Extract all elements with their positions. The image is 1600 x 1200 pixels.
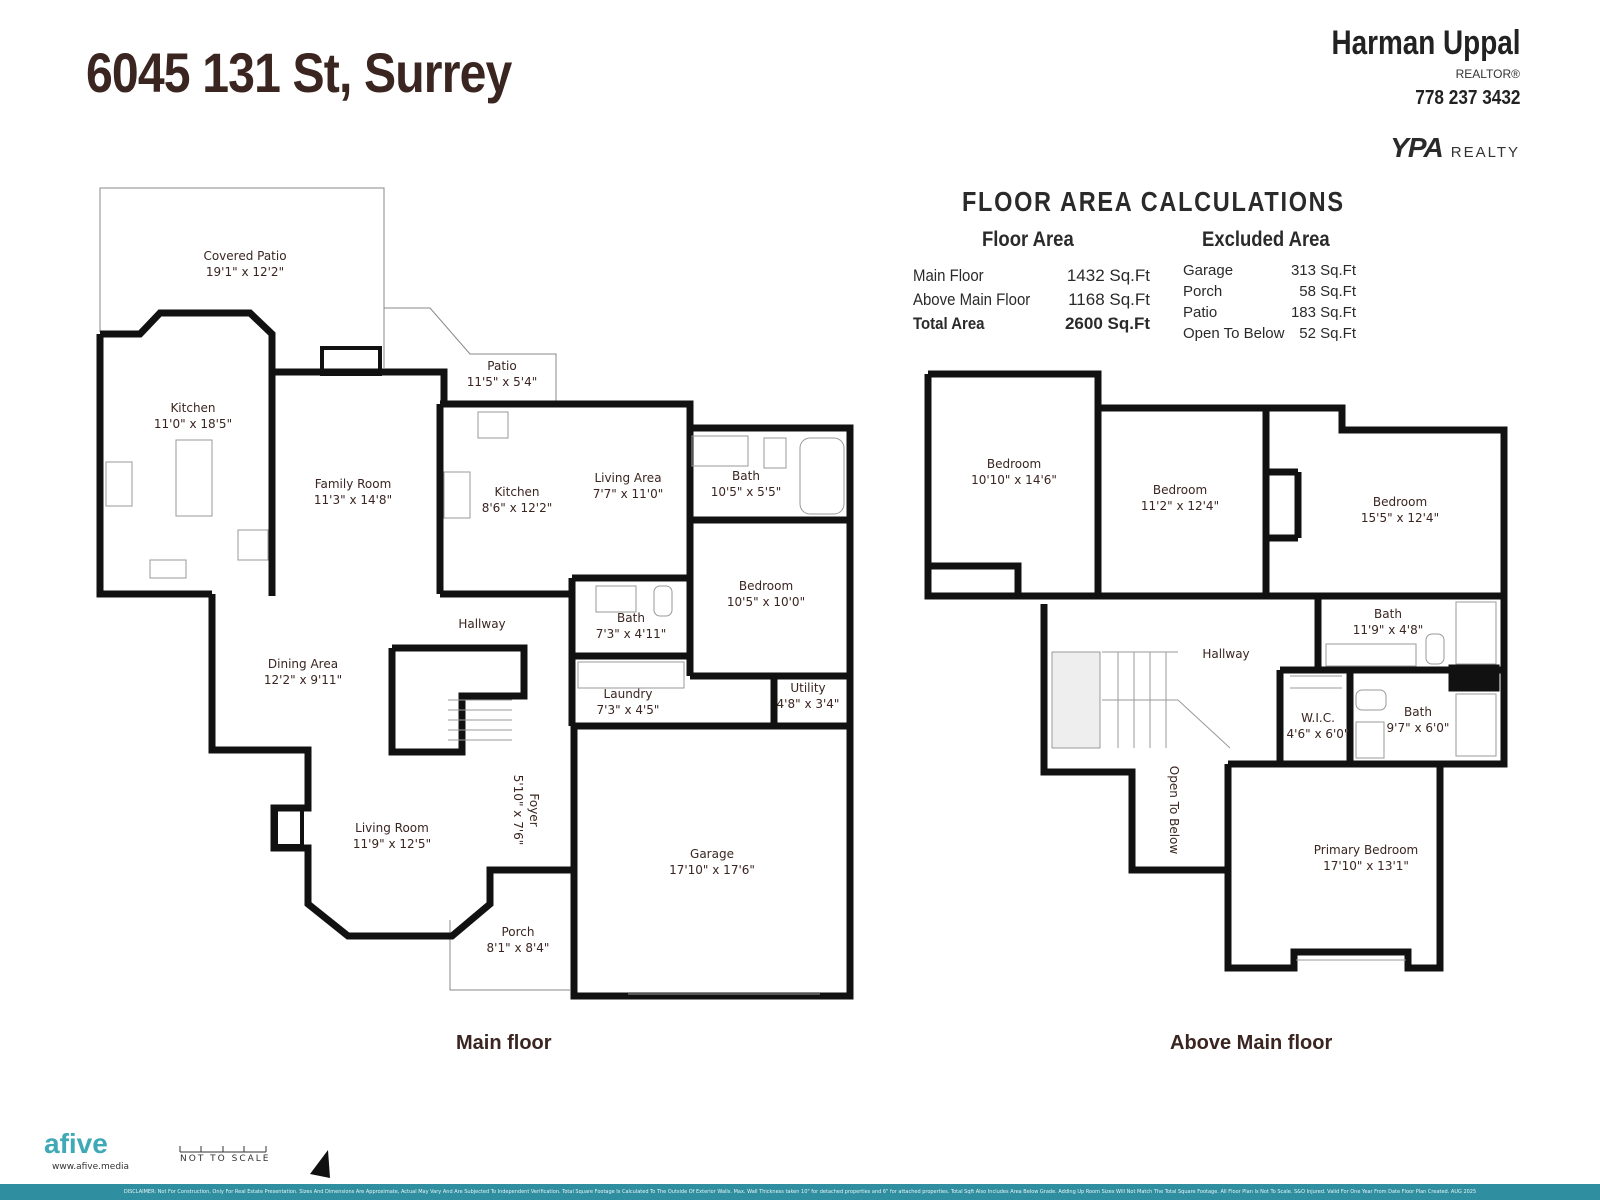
porch-outline bbox=[449, 920, 570, 991]
room-dims: 11'5" x 5'4" bbox=[467, 375, 538, 389]
room-dims: 10'5" x 5'5" bbox=[711, 485, 782, 499]
total-area-value: 2600 Sq.Ft bbox=[1064, 314, 1150, 333]
page-title: 6045 131 St, Surrey bbox=[86, 41, 512, 104]
room-label: Bedroom bbox=[739, 579, 793, 593]
scale-note: NOT TO SCALE bbox=[180, 1154, 271, 1164]
brokerage-mark: YPA bbox=[1390, 132, 1443, 163]
excluded-area-value: 313 Sq.Ft bbox=[1290, 262, 1356, 279]
agent-role: REALTOR® bbox=[1455, 67, 1520, 81]
room-label: Primary Bedroom bbox=[1314, 843, 1418, 857]
excluded-area-heading: Excluded Area bbox=[1202, 228, 1330, 251]
room-label: Kitchen bbox=[170, 401, 215, 415]
upper-floor-plan bbox=[924, 370, 1508, 972]
room-label: Bath bbox=[732, 469, 760, 483]
room-dims: 7'3" x 4'5" bbox=[597, 703, 660, 717]
scale-bar-icon bbox=[179, 1146, 267, 1153]
room-dims: 11'9" x 4'8" bbox=[1353, 623, 1424, 637]
afive-logo: afive bbox=[44, 1128, 108, 1159]
north-arrow-icon bbox=[310, 1150, 330, 1178]
main-floor-label: Main floor bbox=[456, 1032, 552, 1054]
room-dims: 8'1" x 8'4" bbox=[487, 941, 550, 955]
room-dims: 10'5" x 10'0" bbox=[727, 595, 805, 609]
room-label: Patio bbox=[487, 359, 516, 373]
total-area-label: Total Area bbox=[913, 314, 985, 333]
excluded-area-label: Patio bbox=[1183, 304, 1218, 321]
floor-area-label: Above Main Floor bbox=[913, 290, 1031, 309]
afive-url: www.afive.media bbox=[52, 1162, 130, 1172]
room-dims: 9'7" x 6'0" bbox=[1387, 721, 1450, 735]
room-label: Bath bbox=[1374, 607, 1402, 621]
room-label: Bedroom bbox=[987, 457, 1041, 471]
room-dims: 4'8" x 3'4" bbox=[777, 697, 840, 711]
room-dims: 15'5" x 12'4" bbox=[1361, 511, 1439, 525]
room-dims: 11'0" x 18'5" bbox=[154, 417, 232, 431]
room-dims: 8'6" x 12'2" bbox=[482, 501, 553, 515]
excluded-area-value: 183 Sq.Ft bbox=[1290, 304, 1356, 321]
room-dims: 7'3" x 4'11" bbox=[596, 627, 667, 641]
room-label: Bath bbox=[1404, 705, 1432, 719]
room-dims: 12'2" x 9'11" bbox=[264, 673, 342, 687]
room-label: Living Room bbox=[355, 821, 429, 835]
room-label: Laundry bbox=[604, 687, 653, 701]
calc-title: FLOOR AREA CALCULATIONS bbox=[962, 186, 1345, 217]
room-label: Bedroom bbox=[1373, 495, 1427, 509]
room-label: Foyer bbox=[527, 793, 541, 826]
floor-area-heading: Floor Area bbox=[982, 228, 1074, 251]
room-label: Kitchen bbox=[494, 485, 539, 499]
room-dims: 11'3" x 14'8" bbox=[314, 493, 392, 507]
excluded-area-label: Porch bbox=[1183, 283, 1223, 300]
room-dims: 19'1" x 12'2" bbox=[206, 265, 284, 279]
room-dims: 11'2" x 12'4" bbox=[1141, 499, 1219, 513]
room-dims: 10'10" x 14'6" bbox=[971, 473, 1057, 487]
upper-floor-label: Above Main floor bbox=[1170, 1032, 1333, 1054]
room-dims: 5'10" x 7'6" bbox=[511, 775, 525, 846]
brokerage-word: REALTY bbox=[1450, 144, 1520, 161]
floor-area-label: Main Floor bbox=[913, 266, 984, 285]
room-label: Family Room bbox=[315, 477, 392, 491]
patio-outline bbox=[384, 307, 557, 402]
room-label: Open To Below bbox=[1167, 766, 1181, 855]
room-label: Covered Patio bbox=[203, 249, 286, 263]
excluded-area-label: Garage bbox=[1183, 262, 1234, 279]
covered-patio-outline bbox=[99, 187, 385, 368]
room-label: Hallway bbox=[458, 617, 505, 631]
agent-block: Harman Uppal REALTOR® 778 237 3432 bbox=[1290, 24, 1520, 110]
agent-phone: 778 237 3432 bbox=[1414, 87, 1520, 109]
room-label: W.I.C. bbox=[1301, 711, 1335, 725]
room-label: Utility bbox=[790, 681, 825, 695]
room-dims: 17'10" x 13'1" bbox=[1323, 859, 1409, 873]
excluded-area-value: 58 Sq.Ft bbox=[1299, 283, 1356, 300]
room-label: Hallway bbox=[1202, 647, 1249, 661]
room-dims: 17'10" x 17'6" bbox=[669, 863, 755, 877]
floor-area-value: 1432 Sq.Ft bbox=[1066, 266, 1150, 285]
room-dims: 4'6" x 6'0" bbox=[1287, 727, 1350, 741]
disclaimer-bar: DISCLAIMER: Not For Construction, Only F… bbox=[0, 1184, 1600, 1200]
brokerage-logo: YPA REALTY bbox=[1390, 132, 1520, 164]
room-dims: 11'9" x 12'5" bbox=[353, 837, 431, 851]
main-floor-plan bbox=[96, 187, 854, 1000]
room-label: Bedroom bbox=[1153, 483, 1207, 497]
room-label: Dining Area bbox=[268, 657, 338, 671]
room-label: Bath bbox=[617, 611, 645, 625]
excluded-area-label: Open To Below bbox=[1183, 325, 1285, 342]
agent-name: Harman Uppal bbox=[1330, 24, 1520, 62]
excluded-area-value: 52 Sq.Ft bbox=[1299, 325, 1356, 342]
floor-area-value: 1168 Sq.Ft bbox=[1068, 290, 1150, 309]
room-label: Living Area bbox=[594, 471, 661, 485]
room-dims: 7'7" x 11'0" bbox=[593, 487, 664, 501]
room-label: Porch bbox=[501, 925, 534, 939]
room-label: Garage bbox=[690, 847, 734, 861]
